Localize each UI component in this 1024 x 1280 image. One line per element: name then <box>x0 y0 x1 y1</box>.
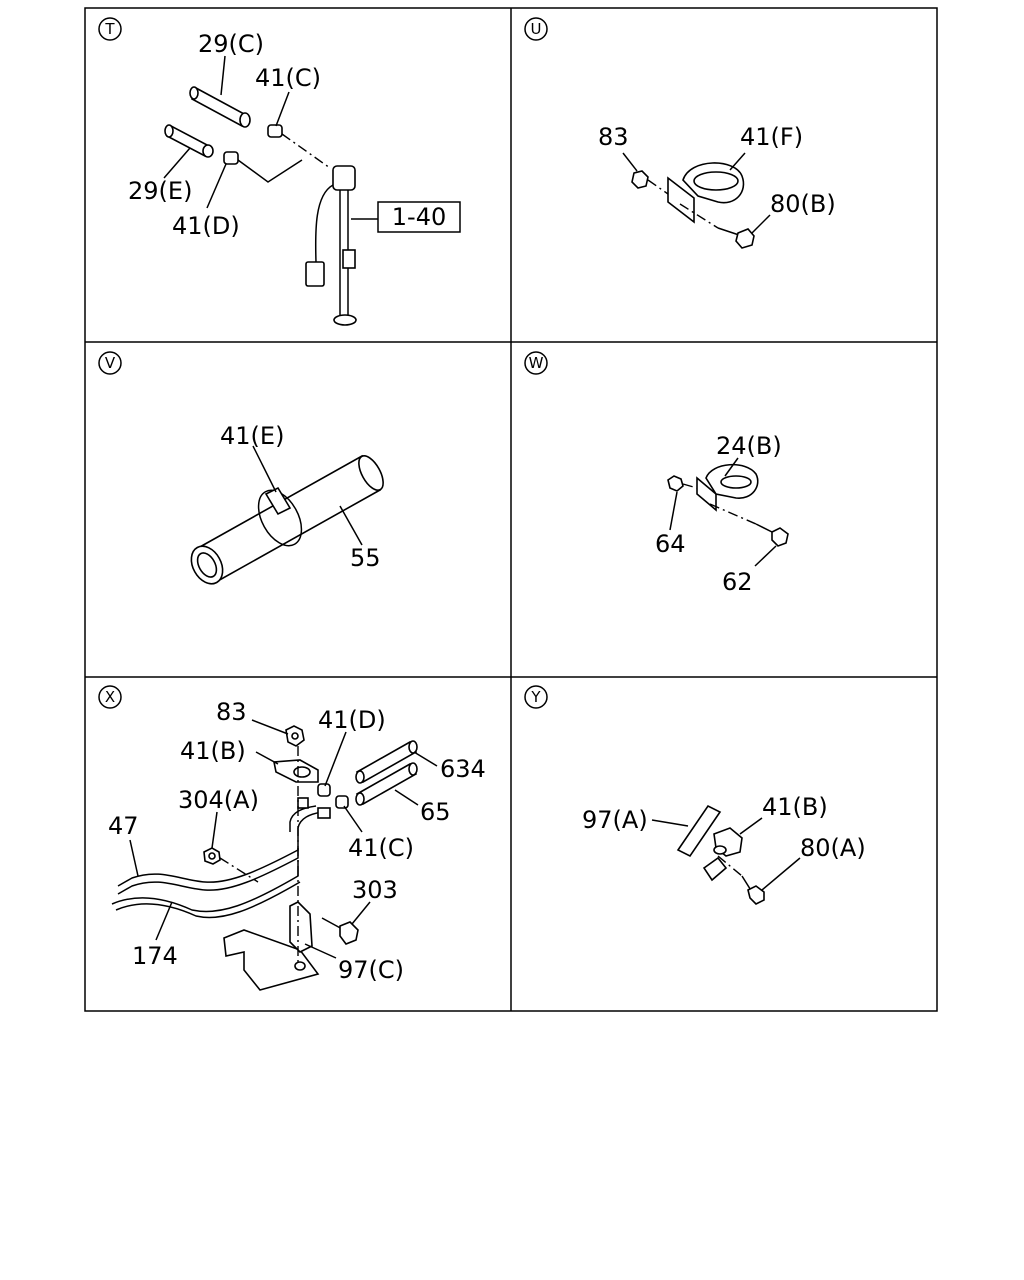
pipe-55 <box>190 454 384 585</box>
clip-41c <box>335 795 349 809</box>
label-83: 83 <box>216 698 247 726</box>
clip-41d <box>317 783 331 797</box>
label-80b: 80(B) <box>770 190 836 218</box>
clip-41c <box>267 124 283 138</box>
svg-text:1-40: 1-40 <box>392 203 446 231</box>
clamp-41b <box>273 759 319 783</box>
bracket-97c <box>223 901 320 991</box>
label-80a: 80(A) <box>800 834 866 862</box>
label-41d: 41(D) <box>318 706 386 734</box>
bolt-80b <box>717 227 755 249</box>
label-97c: 97(C) <box>338 956 404 984</box>
label-634: 634 <box>440 755 486 783</box>
label-41d: 41(D) <box>172 212 240 240</box>
nut-83 <box>285 725 305 747</box>
clamp-41b <box>702 827 743 882</box>
panel-id-circle-u: U <box>524 17 548 41</box>
pipe-bend <box>289 797 331 838</box>
panel-id-circle-w: W <box>524 351 548 375</box>
panel-u: U 83 41(F) 80(B) <box>524 17 836 249</box>
label-41b: 41(B) <box>762 793 828 821</box>
label-303: 303 <box>352 876 398 904</box>
panel-id-circle-x: X <box>98 685 122 709</box>
panel-y: Y 97(A) 41(B) 80(A) <box>524 685 866 905</box>
svg-text:T: T <box>104 20 115 38</box>
label-55: 55 <box>350 544 381 572</box>
clamp-41f <box>667 162 745 224</box>
label-65: 65 <box>420 798 451 826</box>
svg-text:X: X <box>105 688 115 706</box>
label-41e: 41(E) <box>220 422 284 450</box>
label-47: 47 <box>108 812 139 840</box>
label-304a: 304(A) <box>178 786 259 814</box>
pipe-47 <box>117 838 299 895</box>
pipe-174 <box>111 860 301 919</box>
reference-box-1-40[interactable]: 1-40 <box>377 201 461 233</box>
nut-64 <box>667 475 684 492</box>
hose-29e <box>164 124 214 158</box>
label-24b: 24(B) <box>716 432 782 460</box>
panel-v: V 41(E) 55 <box>98 351 384 585</box>
hose-65 <box>355 762 418 806</box>
panel-id-circle-y: Y <box>524 685 548 709</box>
hose-29c <box>189 86 251 128</box>
svg-text:U: U <box>531 20 542 38</box>
nut-83 <box>631 170 649 189</box>
grid-frame <box>84 7 938 1012</box>
label-64: 64 <box>655 530 686 558</box>
label-83: 83 <box>598 123 629 151</box>
label-97a: 97(A) <box>582 806 648 834</box>
label-174: 174 <box>132 942 178 970</box>
svg-text:W: W <box>529 354 544 372</box>
panel-w: W 24(B) 64 62 <box>524 351 789 596</box>
panel-id-circle-t: T <box>98 17 122 41</box>
bolt-62 <box>755 523 789 547</box>
panel-id-circle-v: V <box>98 351 122 375</box>
label-62: 62 <box>722 568 753 596</box>
svg-text:V: V <box>105 354 116 372</box>
panel-x: X <box>98 685 486 991</box>
fuel-sender-unit <box>237 133 357 326</box>
bolt-303 <box>321 917 359 945</box>
svg-text:Y: Y <box>530 688 541 706</box>
label-41c: 41(C) <box>255 64 321 92</box>
label-29e: 29(E) <box>128 177 192 205</box>
label-29c: 29(C) <box>198 30 264 58</box>
label-41f: 41(F) <box>740 123 803 151</box>
nut-304a <box>203 847 221 865</box>
clip-41d <box>223 151 239 165</box>
clamp-24b <box>696 463 759 512</box>
bolt-80a <box>741 875 765 905</box>
label-41c: 41(C) <box>348 834 414 862</box>
band-clamp-41e <box>257 486 303 547</box>
plate-97a <box>676 804 722 858</box>
label-41b: 41(B) <box>180 737 246 765</box>
hose-634 <box>355 740 418 784</box>
panel-t: T <box>98 17 461 326</box>
